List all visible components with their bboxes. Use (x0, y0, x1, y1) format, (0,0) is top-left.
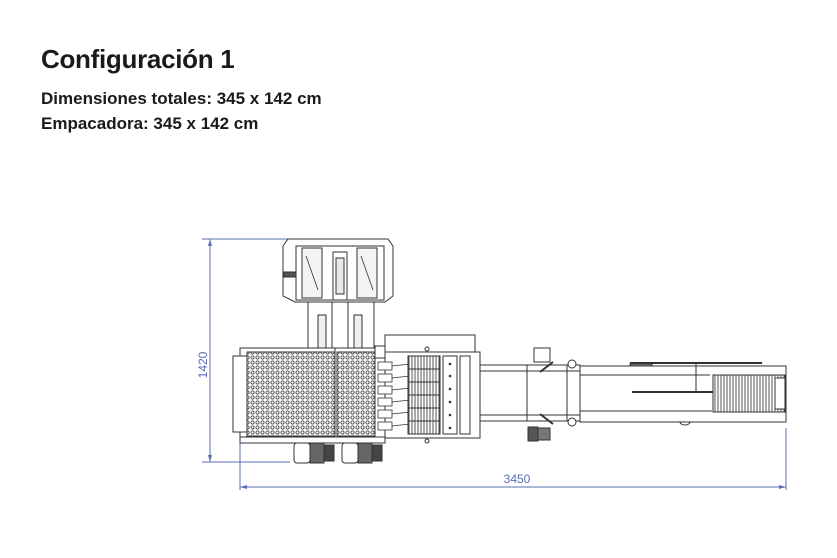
output-conveyor (479, 347, 581, 442)
width-dimension-label: 3450 (504, 472, 531, 486)
total-dimensions: Dimensiones totales: 345 x 142 cm (41, 89, 322, 108)
packer-dimensions: Empacadora: 345 x 142 cm (41, 114, 259, 133)
drive-motors (293, 442, 383, 464)
infeed-conveyor (232, 347, 386, 444)
width-dimension: 3450 (239, 428, 787, 490)
takeaway-conveyor (579, 362, 787, 426)
lane-distributor (374, 334, 481, 444)
head-unit (282, 238, 394, 349)
height-dimension-label: 1420 (196, 351, 210, 378)
page-title: Configuración 1 (41, 44, 235, 74)
height-dimension: 1420 (196, 238, 292, 463)
